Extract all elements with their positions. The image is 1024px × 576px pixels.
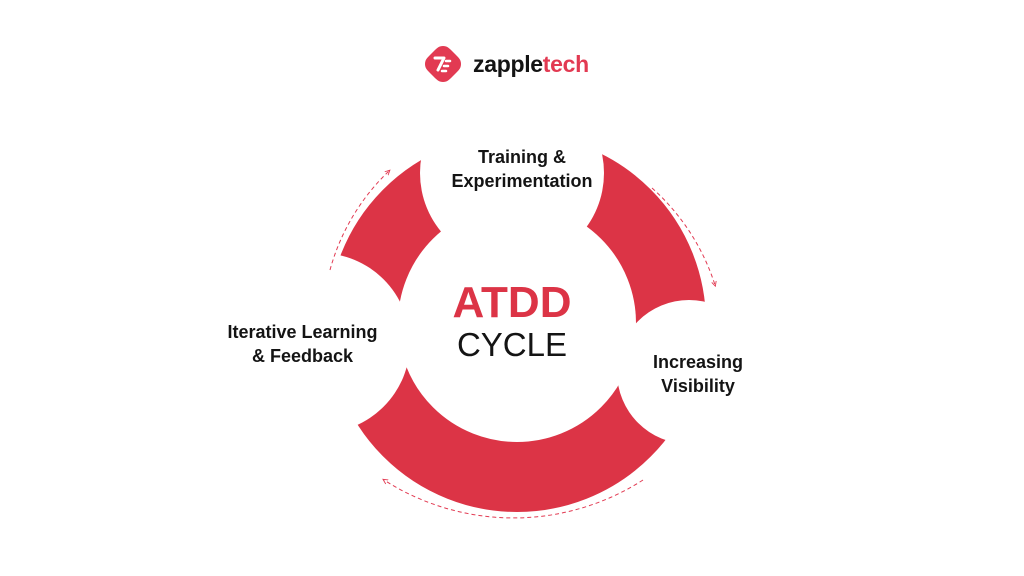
stage-label-line2: & Feedback — [251, 346, 354, 366]
center-subtitle: CYCLE — [456, 326, 568, 363]
stage-training-experimentation: Training & Experimentation — [420, 145, 624, 193]
stage-increasing-visibility: Increasing Visibility — [632, 350, 764, 398]
center-title: ATDD — [452, 278, 572, 327]
ring-gap-right — [617, 300, 761, 444]
brand-name-part2: tech — [542, 50, 589, 77]
stage-label-line1: Increasing — [652, 352, 744, 372]
brand-name-part1: zapple — [473, 50, 543, 77]
cycle-arrow-left — [329, 171, 389, 271]
brand-name: zappletech — [473, 50, 589, 77]
stage-label-line1: Iterative Learning — [227, 322, 378, 342]
stage-label-line2: Experimentation — [451, 171, 593, 191]
cycle-arrow-bottom — [384, 480, 644, 519]
cycle-arrow-top-right — [651, 187, 715, 285]
ring-gap-top — [420, 81, 604, 265]
stage-iterative-learning-feedback: Iterative Learning & Feedback — [200, 320, 405, 368]
zappletech-logo-icon — [425, 46, 461, 82]
ring-gap-left — [230, 253, 410, 433]
stage-label-line2: Visibility — [661, 376, 735, 396]
brand-logo: zappletech — [423, 44, 589, 84]
cycle-center-label: ATDD CYCLE — [412, 280, 612, 364]
stage-label-line1: Training & — [477, 147, 566, 167]
